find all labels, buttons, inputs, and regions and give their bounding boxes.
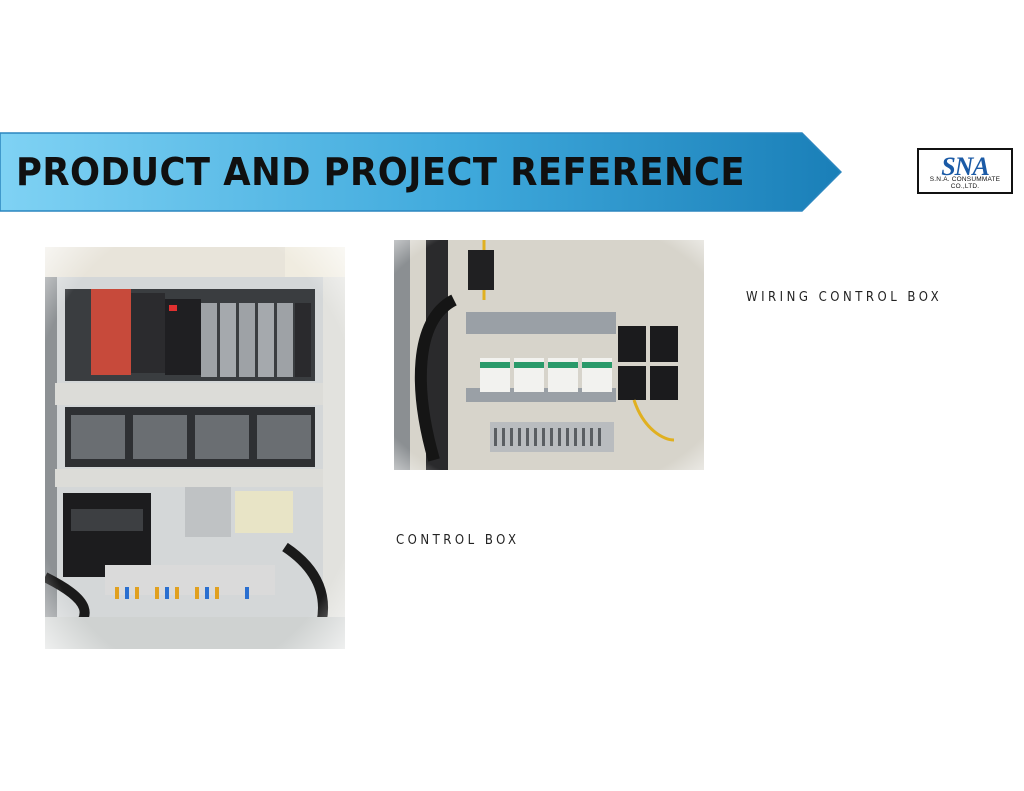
control-box-caption: CONTROL BOX <box>396 533 520 548</box>
banner-arrow-shape <box>0 132 842 212</box>
title-banner <box>0 132 842 212</box>
company-logo: SNA S.N.A. CONSUMMATE CO.,LTD. <box>917 148 1013 194</box>
page-title: PRODUCT AND PROJECT REFERENCE <box>16 150 746 194</box>
logo-company-name: S.N.A. CONSUMMATE CO.,LTD. <box>929 176 1001 190</box>
wiring-control-box-photo <box>394 240 704 470</box>
control-box-photo <box>45 247 345 649</box>
logo-mark: SNA <box>941 152 990 181</box>
wiring-control-box-caption: WIRING CONTROL BOX <box>746 290 943 305</box>
